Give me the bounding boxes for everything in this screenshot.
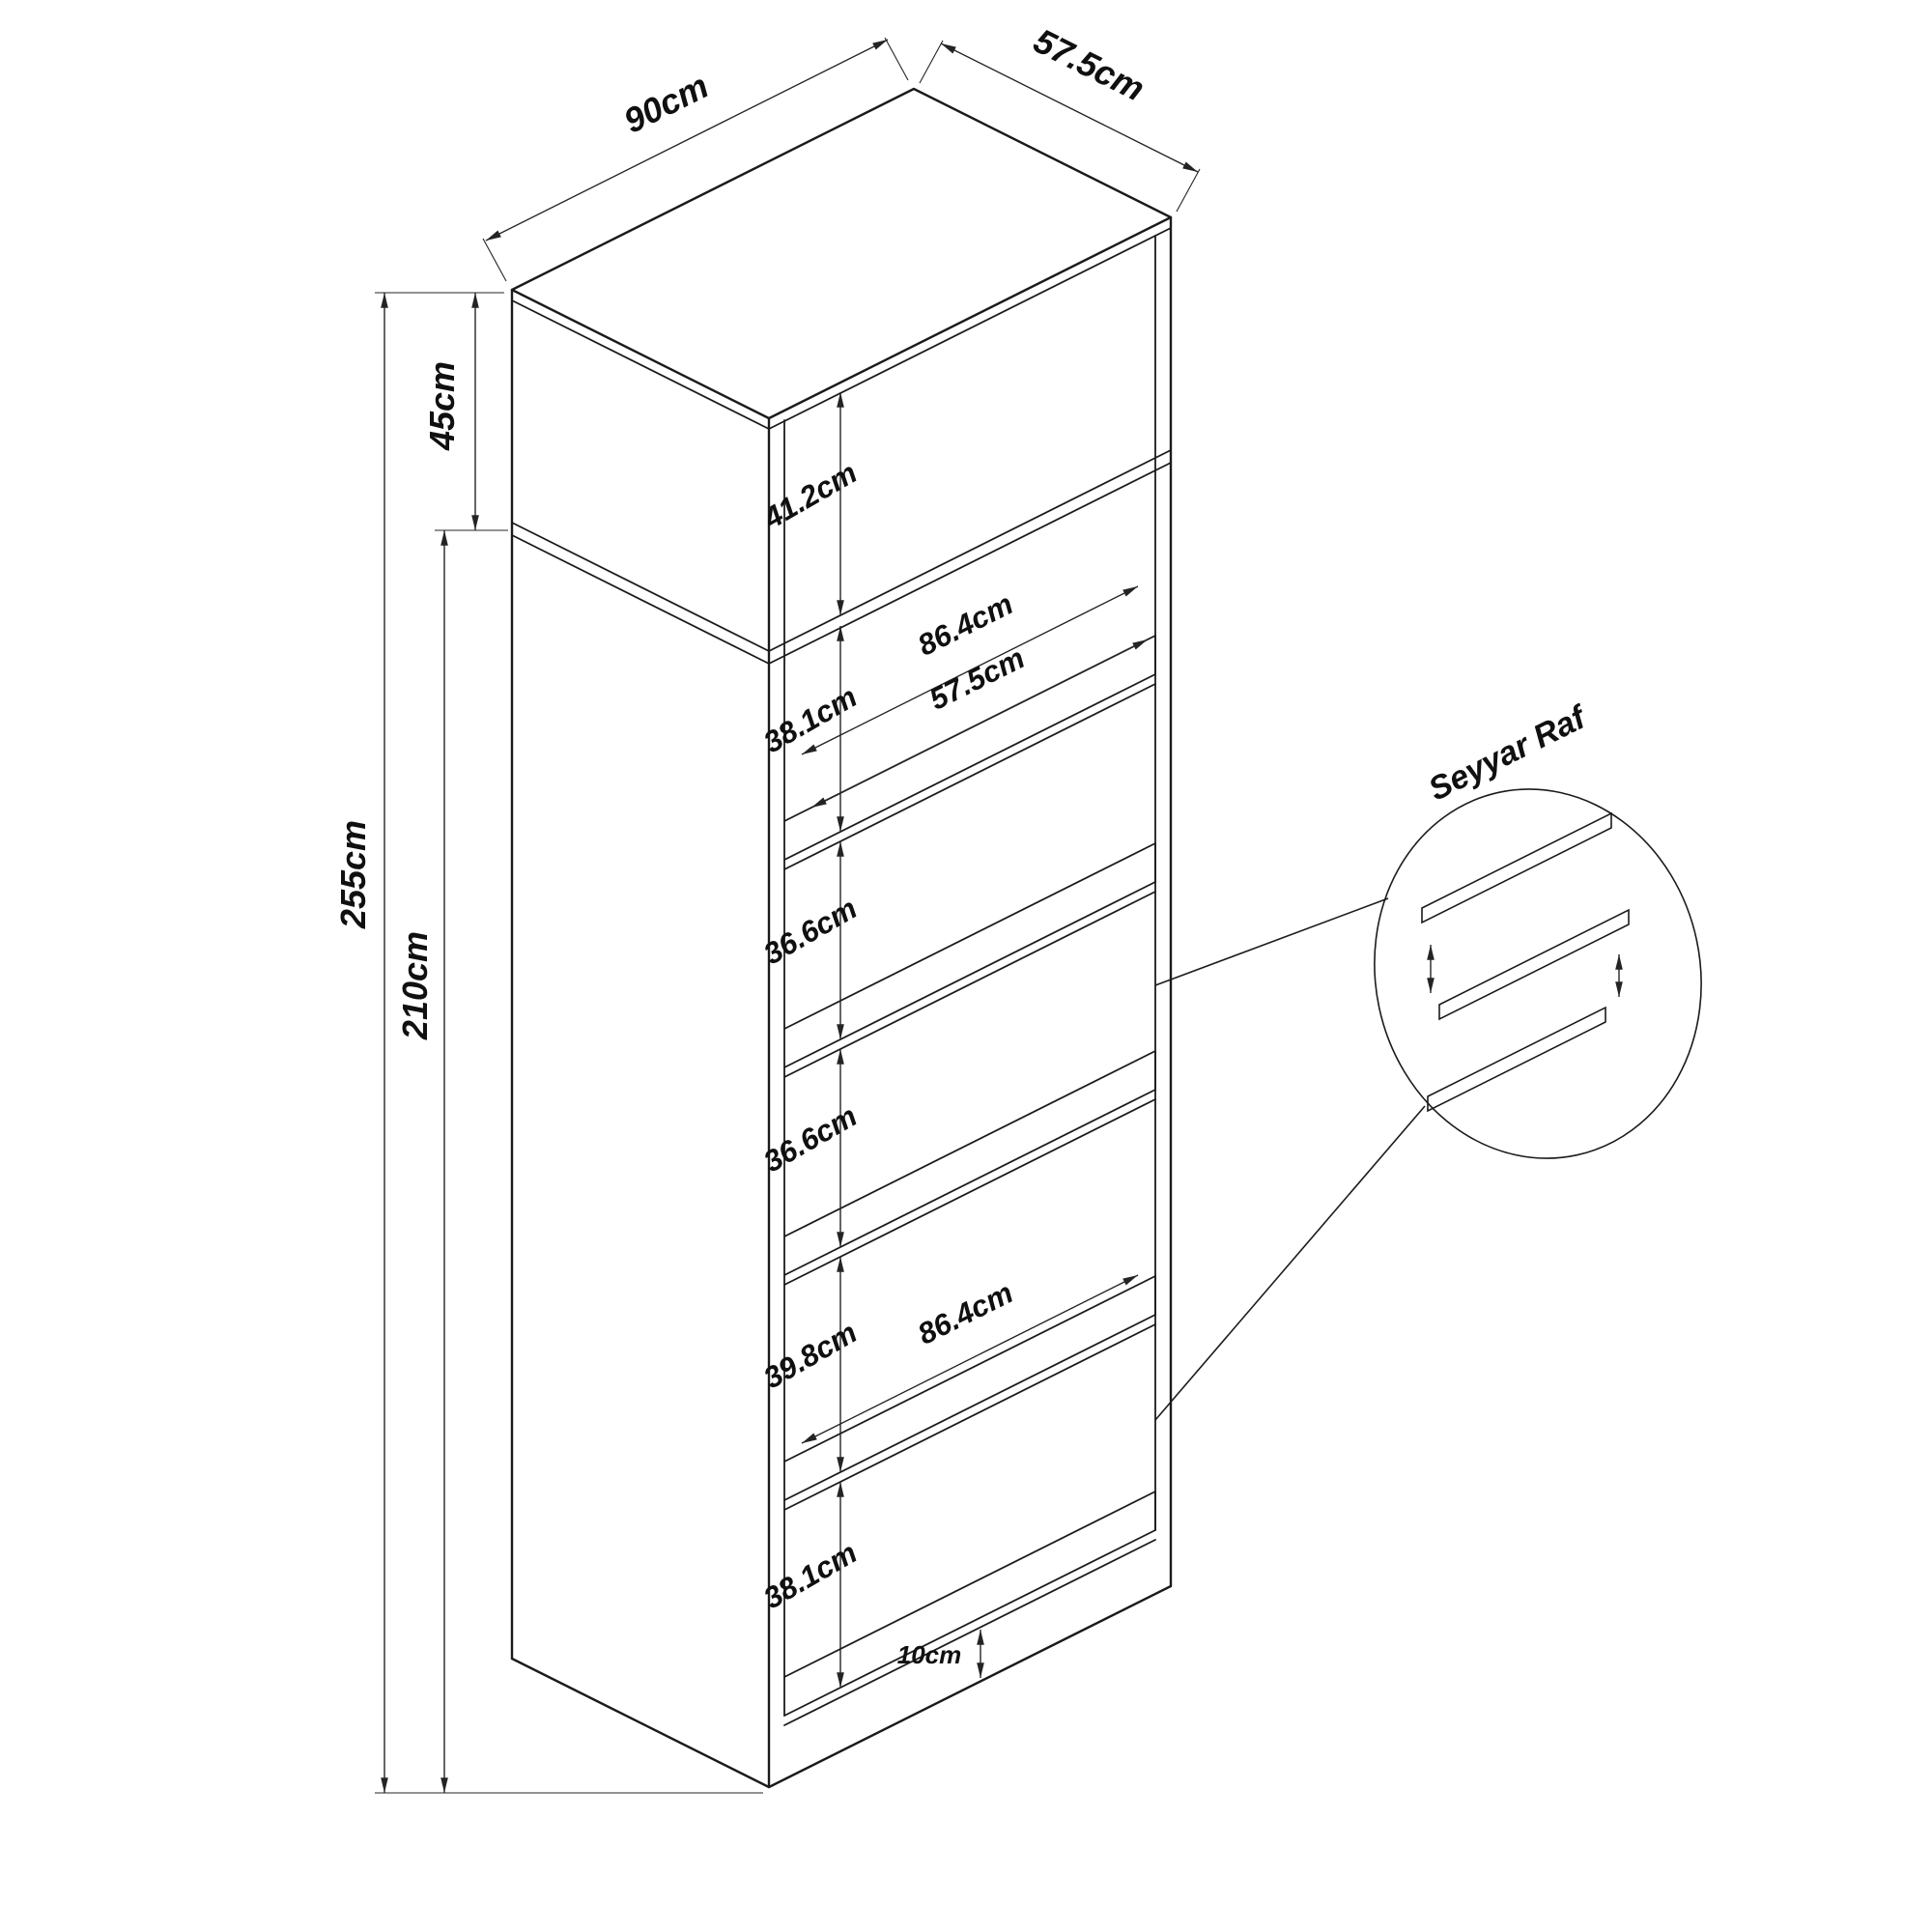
ext-575-left (919, 40, 944, 84)
top-panel-edge-front (768, 227, 1172, 430)
dimension-labels: 90cm 57.5cm 255cm 210cm 45cm 41.2cm 38.1… (333, 20, 1594, 1669)
cabinet-outline (510, 87, 1173, 1789)
label-gap-4: 36.6cm (757, 1098, 863, 1179)
cabinet-top-face (510, 87, 1173, 420)
top-panel-edge-left (511, 299, 770, 430)
bottom-edges (510, 1584, 1173, 1789)
label-gap-3: 36.6cm (757, 891, 863, 971)
shelf-strip-1 (1421, 811, 1612, 924)
dim-line-depth-57 (940, 43, 1199, 173)
shelf-strip-2 (1438, 908, 1630, 1021)
shelf-2 (783, 842, 1156, 1078)
label-gap-6: 38.1cm (757, 1535, 863, 1615)
callout-ellipse (1374, 788, 1702, 1159)
divider-side-bottom (511, 534, 770, 665)
label-height-body: 210cm (395, 931, 435, 1040)
callout-detail (1154, 788, 1702, 1421)
ext-90-left (482, 238, 507, 282)
label-callout: Seyyar Raf (1423, 697, 1594, 808)
dim-line-width-90 (485, 39, 889, 242)
dim-line-inner-depth (810, 639, 1149, 809)
label-inner-width-lower: 86.4cm (912, 1275, 1018, 1350)
label-gap-1: 41.2cm (757, 455, 863, 535)
label-height-upper: 45cm (422, 361, 462, 451)
label-width-top: 90cm (617, 66, 715, 141)
label-height-total: 255cm (333, 820, 373, 929)
label-plinth: 10cm (897, 1640, 962, 1669)
ext-575-right (1176, 168, 1201, 213)
shelf-strip-3 (1427, 1006, 1606, 1113)
label-gap-2: 38.1cm (757, 679, 863, 759)
ext-90-right (884, 37, 909, 81)
shelf-3 (783, 1050, 1156, 1286)
leader-line-upper (1154, 897, 1389, 986)
leader-line-lower (1154, 1105, 1426, 1421)
divider-side-top (511, 522, 770, 652)
dim-line-inner-width-lower (801, 1274, 1139, 1444)
dimension-lines (375, 37, 1201, 1794)
label-gap-5: 39.8cm (757, 1315, 863, 1395)
bottom-board (783, 1491, 1156, 1726)
